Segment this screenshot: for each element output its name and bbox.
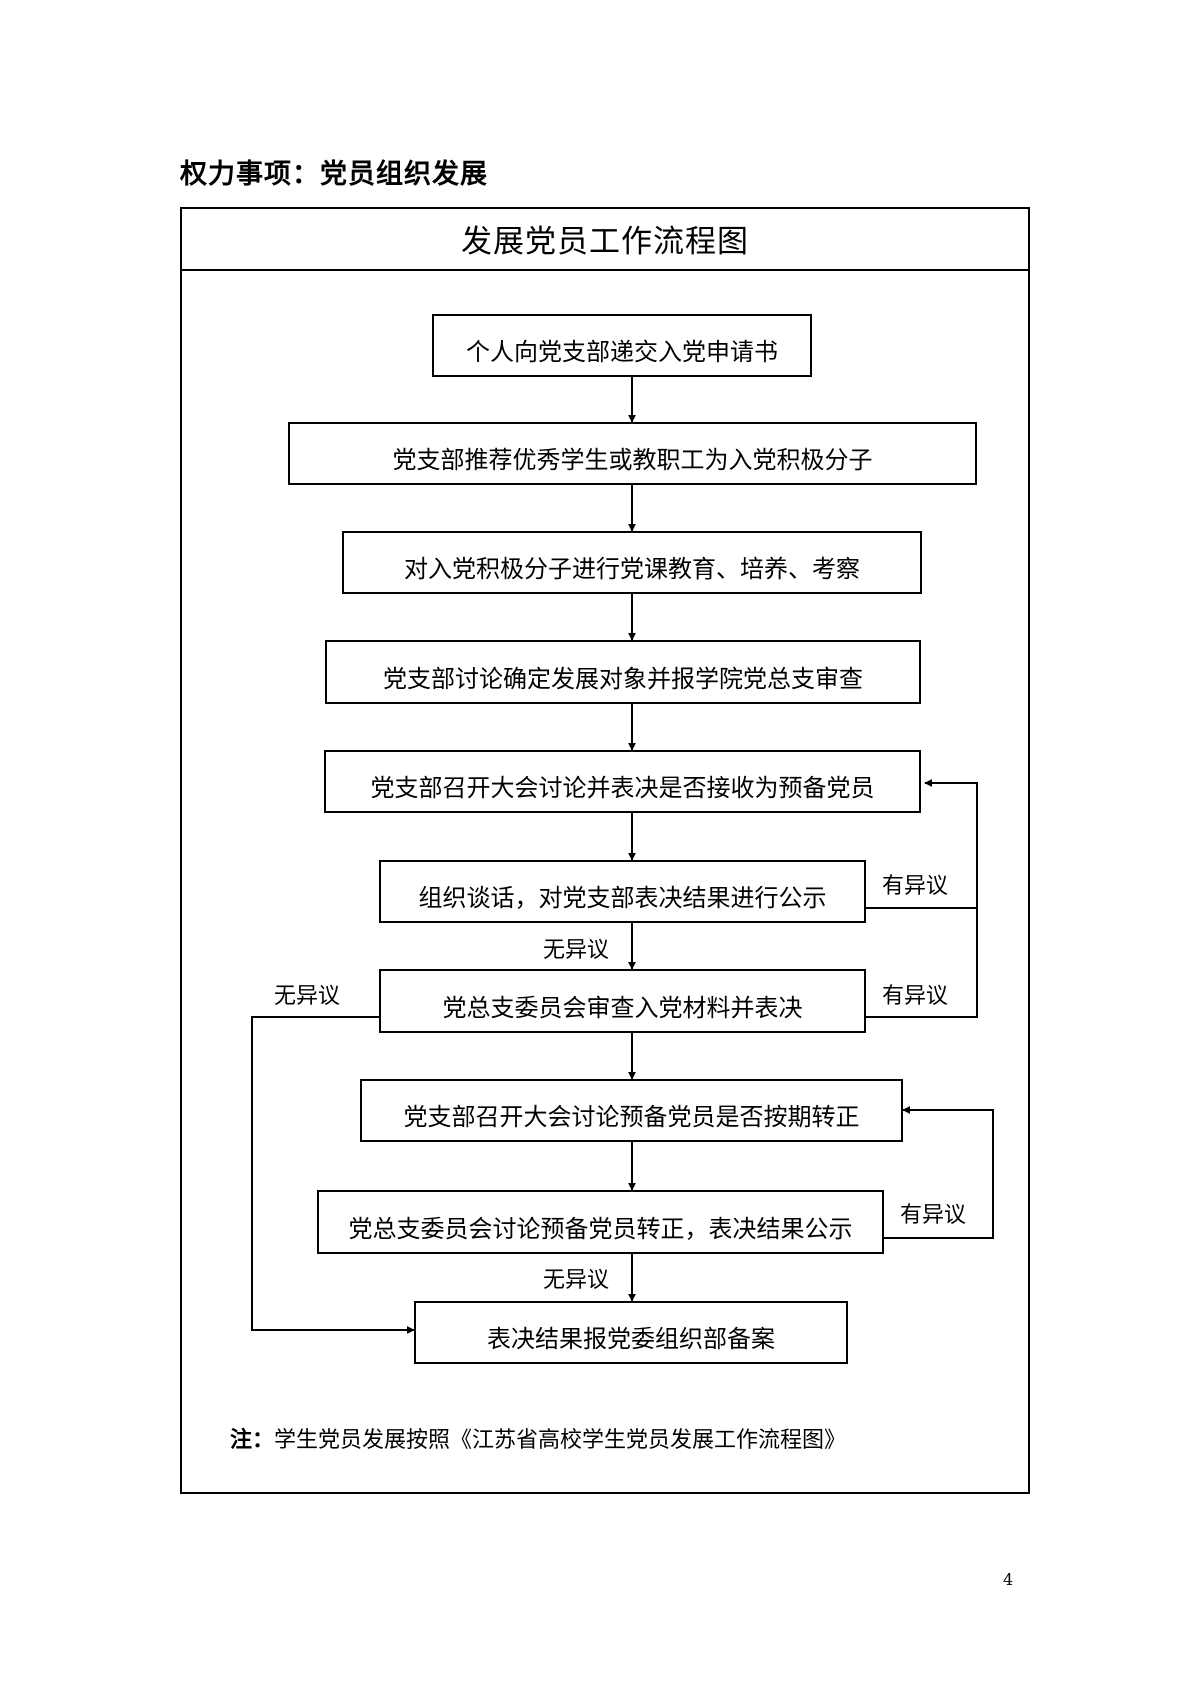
step-activist-training: 对入党积极分子进行党课教育、培养、考察 — [342, 531, 922, 594]
page-heading: 权力事项：党员组织发展 — [180, 159, 488, 190]
step-recommend-activists: 党支部推荐优秀学生或教职工为入党积极分子 — [288, 422, 977, 485]
step-report-for-record: 表决结果报党委组织部备案 — [414, 1301, 848, 1364]
no-objection-bypass — [251, 1016, 415, 1334]
step-submit-application: 个人向党支部递交入党申请书 — [432, 314, 812, 377]
step-talk-and-publicize: 组织谈话，对党支部表决结果进行公示 — [379, 860, 866, 923]
footnote: 注：学生党员发展按照《江苏省高校学生党员发展工作流程图》 — [230, 1422, 846, 1454]
footnote-text: 学生党员发展按照《江苏省高校学生党员发展工作流程图》 — [274, 1428, 847, 1453]
page-number: 4 — [1003, 1570, 1014, 1589]
flowchart-title: 发展党员工作流程图 — [180, 207, 1030, 271]
objection-loop-step7 — [866, 779, 978, 1018]
footnote-prefix: 注： — [230, 1428, 275, 1453]
step-branch-vote-full-member: 党支部召开大会讨论预备党员是否按期转正 — [360, 1079, 903, 1142]
objection-label-step6: 有异议 — [882, 874, 949, 899]
no-objection-label-bypass: 无异议 — [274, 984, 341, 1009]
flowchart-frame — [180, 207, 1030, 1494]
objection-loop-step9 — [884, 1106, 994, 1239]
objection-label-step7: 有异议 — [882, 984, 949, 1009]
step-confirm-candidates: 党支部讨论确定发展对象并报学院党总支审查 — [325, 640, 921, 704]
no-objection-label-step9: 无异议 — [543, 1268, 610, 1293]
step-general-branch-review: 党总支委员会审查入党材料并表决 — [379, 969, 866, 1033]
step-general-branch-full-member: 党总支委员会讨论预备党员转正，表决结果公示 — [317, 1190, 884, 1254]
step-branch-vote-probationary: 党支部召开大会讨论并表决是否接收为预备党员 — [324, 750, 921, 813]
no-objection-label-step6: 无异议 — [543, 938, 610, 963]
objection-label-step9: 有异议 — [900, 1203, 967, 1228]
